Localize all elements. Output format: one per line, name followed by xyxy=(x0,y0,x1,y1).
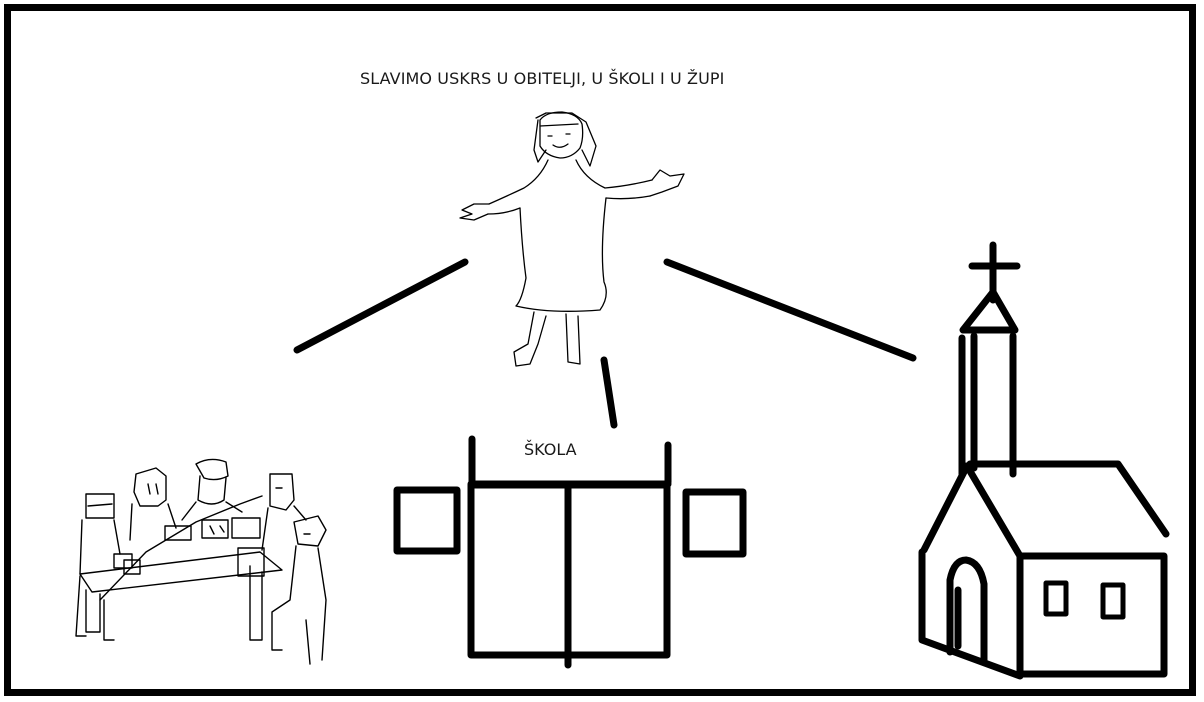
school-building xyxy=(397,439,743,665)
jesus-figure xyxy=(460,112,684,366)
family-at-table xyxy=(76,459,326,664)
church-building xyxy=(922,245,1166,676)
